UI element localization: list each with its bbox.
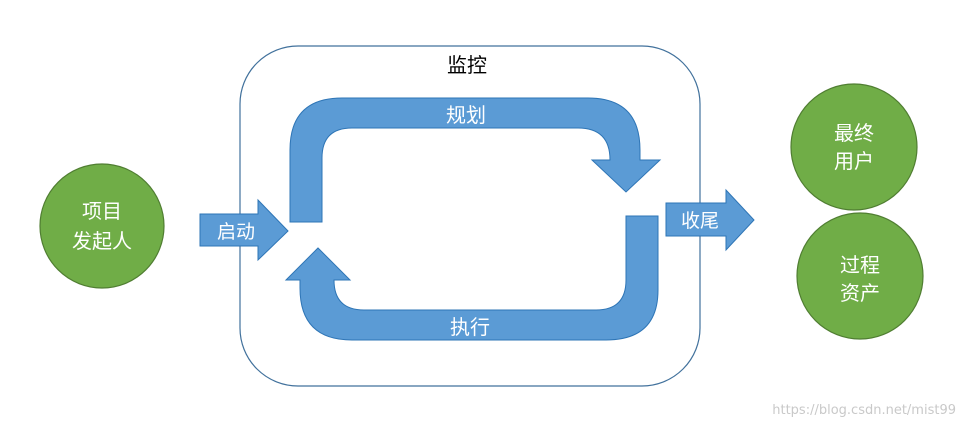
- end-user-line1: 最终: [834, 121, 874, 145]
- process-assets-line1: 过程: [840, 253, 880, 277]
- start-arrow: [199, 198, 289, 262]
- sponsor-line2: 发起人: [72, 229, 132, 253]
- execute-label: 执行: [450, 315, 490, 339]
- plan-arrow: [289, 97, 662, 223]
- execute-arrow: [284, 215, 659, 341]
- close-label: 收尾: [681, 210, 719, 232]
- sponsor-line1: 项目: [82, 199, 122, 223]
- process-assets-line2: 资产: [840, 281, 880, 305]
- start-label: 启动: [217, 221, 255, 243]
- sponsor-circle: [39, 163, 165, 289]
- end-user-line2: 用户: [834, 149, 874, 173]
- process-assets-circle: [796, 212, 924, 340]
- watermark: https://blog.csdn.net/mist99: [772, 403, 956, 418]
- close-arrow: [665, 188, 755, 252]
- plan-label: 规划: [446, 103, 486, 127]
- monitor-label: 监控: [447, 53, 487, 77]
- end-user-circle: [790, 83, 918, 211]
